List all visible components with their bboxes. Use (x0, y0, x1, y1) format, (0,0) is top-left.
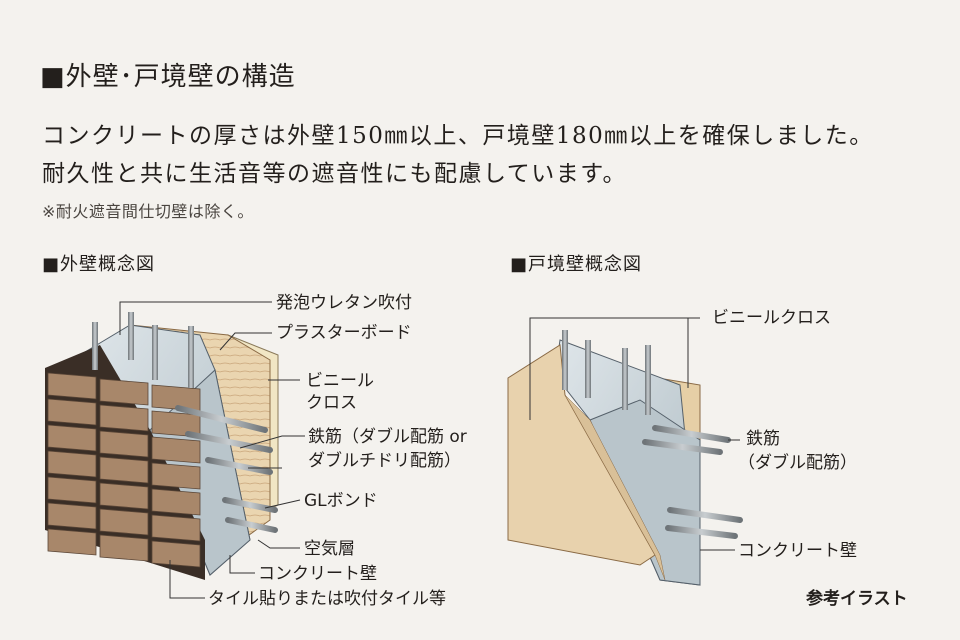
brick-tile (47, 372, 97, 400)
label-partition-rebar-1: 鉄筋 (746, 429, 780, 449)
exterior-heading: ■外壁概念図 (42, 254, 156, 275)
exterior-leader-lines (119, 301, 305, 599)
brick-tile (99, 378, 149, 406)
brick-tile (151, 436, 201, 464)
label-tile: タイル貼りまたは吹付タイル等 (208, 589, 446, 609)
label-rebar-1: 鉄筋（ダブル配筋 or (308, 427, 467, 447)
brick-tile (99, 482, 149, 510)
brick-tile (151, 514, 201, 542)
label-plasterboard: プラスターボード (276, 323, 412, 343)
brick-tile (99, 456, 149, 484)
partition-vertical-rebars (562, 330, 651, 415)
label-concrete: コンクリート壁 (258, 564, 377, 584)
brick-tile (47, 528, 97, 556)
label-vinyl-2: クロス (306, 393, 357, 413)
label-gl-bond: GLボンド (304, 491, 378, 511)
label-air-layer: 空気層 (304, 539, 355, 559)
partition-leader-lines (529, 317, 740, 551)
tile-bricks (47, 372, 201, 568)
description-line-1: コンクリートの厚さは外壁150㎜以上、戸境壁180㎜以上を確保しました。 (42, 123, 874, 149)
exterior-wall-illustration (45, 312, 279, 580)
brick-tile (151, 462, 201, 490)
horizontal-rebars (175, 405, 278, 533)
brick-tile (99, 404, 149, 432)
brick-tile (47, 476, 97, 504)
brick-tile (151, 540, 201, 568)
footnote: ※耐火遮音間仕切壁は除く。 (42, 202, 254, 221)
label-vinyl-1: ビニール (306, 371, 374, 391)
label-foam: 発泡ウレタン吹付 (276, 293, 412, 313)
page-title: ■外壁･戸境壁の構造 (40, 62, 296, 92)
partition-heading: ■戸境壁概念図 (510, 254, 643, 275)
brick-tile (99, 508, 149, 536)
label-partition-concrete: コンクリート壁 (738, 541, 857, 561)
brick-tile (47, 450, 97, 478)
label-rebar-2: ダブルチドリ配筋） (308, 451, 461, 471)
illustration-credit: 参考イラスト (806, 589, 908, 609)
brick-tile (47, 502, 97, 530)
partition-wall-illustration (507, 330, 743, 586)
brick-tile (99, 534, 149, 562)
brick-tile (47, 424, 97, 452)
partition-horizontal-rebars (642, 425, 743, 539)
label-partition-rebar-2: （ダブル配筋） (738, 453, 857, 473)
brick-tile (151, 488, 201, 516)
brick-tile (99, 430, 149, 458)
label-partition-vinyl: ビニールクロス (712, 308, 831, 328)
description-line-2: 耐久性と共に生活音等の遮音性にも配慮しています。 (42, 161, 628, 187)
brick-tile (47, 398, 97, 426)
vertical-rebars (92, 312, 194, 388)
